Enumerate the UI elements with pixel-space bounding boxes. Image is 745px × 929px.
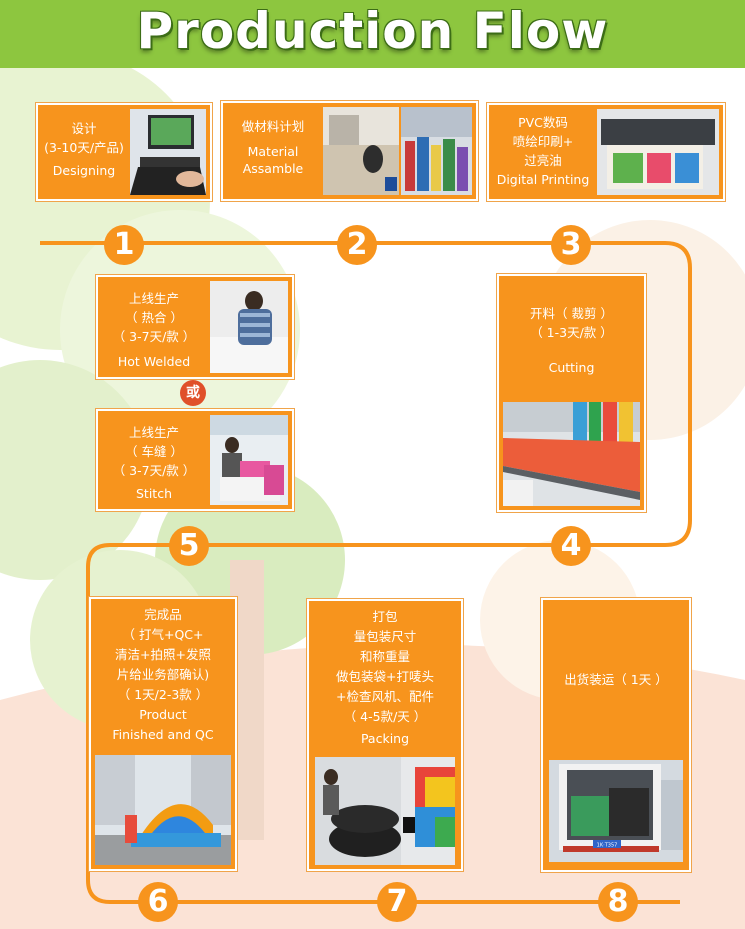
text-line: 上线生产 [128,425,179,440]
text-line: (3-10天/产品) [44,140,124,155]
text-line: 开料（ 裁剪 ） [530,306,613,321]
text-line: Assamble [242,161,304,176]
page-title: Production Flow [136,2,609,60]
text-line: 做包装袋+打唛头 [336,669,434,684]
step-number-8: 8 [598,882,638,922]
text-line: （ 3-7天/款 ） [112,463,196,478]
step-number-5: 5 [169,526,209,566]
material-photo-1 [323,107,399,195]
step-designing-panel: 设计 (3-10天/产品) Designing [36,103,212,201]
step-stitch-text: 上线生产 （ 车缝 ） （ 3-7天/款 ） Stitch [98,423,210,503]
text-line: （ 1-3天/款 ） [530,325,613,340]
step-printing-text: PVC数码 喷绘印刷+ 过亮油 Digital Printing [489,113,597,189]
step-shipping-text: 出货装运（ 1天 ） [543,670,689,689]
text-line: （ 4-5款/天 ） [343,709,427,724]
text-line: Packing [360,731,410,746]
text-line: 喷绘印刷+ [512,134,574,149]
cutting-photo [503,402,640,506]
text-line: 量包装尺寸 [353,629,417,644]
text-line: Digital Printing [496,172,590,187]
step-designing-text: 设计 (3-10天/产品) Designing [38,119,130,180]
text-line: 和称重量 [359,649,410,664]
step-number-3: 3 [551,225,591,265]
text-line: Product [139,707,187,722]
stitch-photo [210,415,288,505]
step-cutting-panel: 开料（ 裁剪 ） （ 1-3天/款 ） Cutting [497,274,646,512]
text-line: Material [247,144,299,159]
step-printing-panel: PVC数码 喷绘印刷+ 过亮油 Digital Printing [487,103,725,201]
printing-photo [597,109,719,195]
step-number-6: 6 [138,882,178,922]
text-line: （ 1天/2-3款 ） [117,687,209,702]
text-line: Cutting [548,360,595,375]
text-line: （ 车缝 ） [125,444,183,459]
text-line: 打包 [372,609,398,624]
text-line: 出货装运（ 1天 ） [564,672,668,687]
step-cutting-text: 开料（ 裁剪 ） （ 1-3天/款 ） Cutting [499,304,644,377]
step-number-7: 7 [377,882,417,922]
text-line: 片给业务部确认) [116,667,210,682]
step-welded-text: 上线生产 （ 热合 ） （ 3-7天/款 ） Hot Welded [98,289,210,371]
step-shipping-panel: 出货装运（ 1天 ） 1K·T357 [541,598,691,872]
step-finished-text: 完成品 （ 打气+QC+ 清洁+拍照+发照 片给业务部确认) （ 1天/2-3款… [91,605,235,745]
or-badge: 或 [180,380,206,406]
text-line: Stitch [135,486,172,501]
text-line: 过亮油 [524,153,562,168]
text-line: 上线生产 [128,291,179,306]
welded-photo [210,281,288,373]
material-photo-2 [401,107,472,195]
text-line: 做材料计划 [241,119,305,134]
step-material-text: 做材料计划 Material Assamble [223,117,323,176]
step-number-4: 4 [551,526,591,566]
text-line: 清洁+拍照+发照 [115,647,211,662]
text-line: Hot Welded [117,354,191,369]
step-number-1: 1 [104,225,144,265]
text-line: Finished and QC [112,727,214,742]
truck-plate: 1K·T357 [597,843,618,849]
text-line: 设计 [71,121,97,136]
step-finished-panel: 完成品 （ 打气+QC+ 清洁+拍照+发照 片给业务部确认) （ 1天/2-3款… [89,597,237,871]
step-welded-panel: 上线生产 （ 热合 ） （ 3-7天/款 ） Hot Welded [96,275,294,379]
text-line: +检查风机、配件 [336,689,434,704]
text-line: PVC数码 [518,115,568,130]
text-line: （ 打气+QC+ [122,627,204,642]
designing-photo [130,109,206,195]
header-banner: Production Flow [0,0,745,68]
text-line: （ 热合 ） [125,310,183,325]
shipping-photo: 1K·T357 [549,760,683,862]
finished-photo [95,755,231,865]
step-packing-panel: 打包 量包装尺寸 和称重量 做包装袋+打唛头 +检查风机、配件 （ 4-5款/天… [307,599,463,871]
step-number-2: 2 [337,225,377,265]
text-line: Designing [52,163,116,178]
step-packing-text: 打包 量包装尺寸 和称重量 做包装袋+打唛头 +检查风机、配件 （ 4-5款/天… [309,607,461,749]
packing-photo [315,757,455,865]
text-line: （ 3-7天/款 ） [112,329,196,344]
text-line: 完成品 [144,607,182,622]
step-material-panel: 做材料计划 Material Assamble [221,101,478,201]
text-line [499,342,644,358]
step-stitch-panel: 上线生产 （ 车缝 ） （ 3-7天/款 ） Stitch [96,409,294,511]
